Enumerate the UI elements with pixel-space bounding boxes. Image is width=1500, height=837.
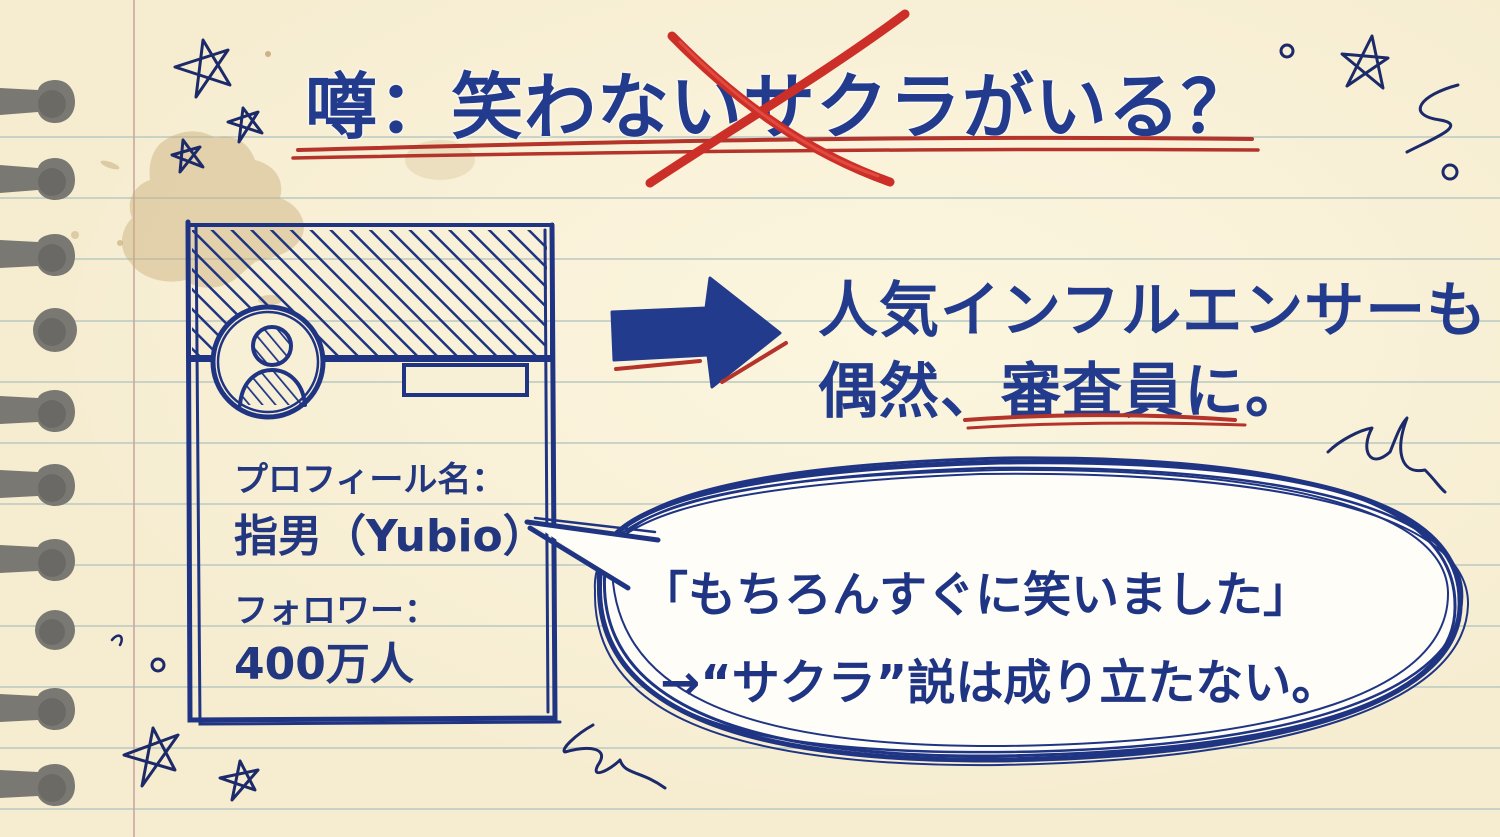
- star-doodle-icon: [173, 38, 232, 99]
- rule-line: [0, 136, 1500, 138]
- bubble-conclusion: →“サクラ”説は成り立たない。: [660, 655, 1340, 711]
- title-suffix: クラがいる？: [816, 65, 1255, 149]
- margin-line: [133, 0, 135, 837]
- follow-button-sketch: [402, 363, 529, 397]
- star-doodle-icon: [1340, 34, 1390, 90]
- followers-value: 400万人: [234, 639, 414, 690]
- rule-line: [0, 747, 1500, 749]
- profile-name-label: プロフィール名：: [234, 460, 506, 500]
- headline-suffix: に。: [1184, 357, 1306, 427]
- star-doodle-icon: [226, 106, 264, 144]
- squiggle-doodle-icon: [562, 723, 667, 790]
- star-doodle-icon: [170, 138, 205, 174]
- squiggle-doodle-icon: [110, 634, 123, 647]
- profile-name-value: 指男（Yubio）: [234, 511, 547, 562]
- rule-line: [0, 258, 1500, 260]
- circle-doodle-icon: [150, 657, 166, 673]
- circle-doodle-icon: [1441, 163, 1459, 181]
- rule-line: [0, 381, 1500, 383]
- star-doodle-icon: [218, 759, 260, 802]
- rule-line: [0, 197, 1500, 199]
- headline-prefix: 偶然、: [818, 357, 1001, 427]
- followers-label: フォロワー：: [234, 591, 438, 631]
- page-title: 噂：笑わないサクラがいる？: [305, 48, 1254, 153]
- red-cross-out-icon: [645, 9, 910, 188]
- title-underline: [291, 147, 1260, 160]
- bubble-quote: 「もちろんすぐに笑いました」: [640, 567, 1312, 623]
- person-avatar-icon: [210, 304, 326, 420]
- squiggle-doodle-icon: [1405, 83, 1460, 154]
- title-underline: [296, 135, 1254, 152]
- headline-line-1: 人気インフルエンサーも: [818, 276, 1488, 346]
- rule-line: [0, 808, 1500, 810]
- star-doodle-icon: [122, 726, 180, 788]
- title-prefix: 噂：笑わない: [305, 65, 744, 149]
- squiggle-doodle-icon: [1326, 416, 1447, 494]
- rule-line: [0, 442, 1500, 444]
- circle-doodle-icon: [1279, 43, 1295, 59]
